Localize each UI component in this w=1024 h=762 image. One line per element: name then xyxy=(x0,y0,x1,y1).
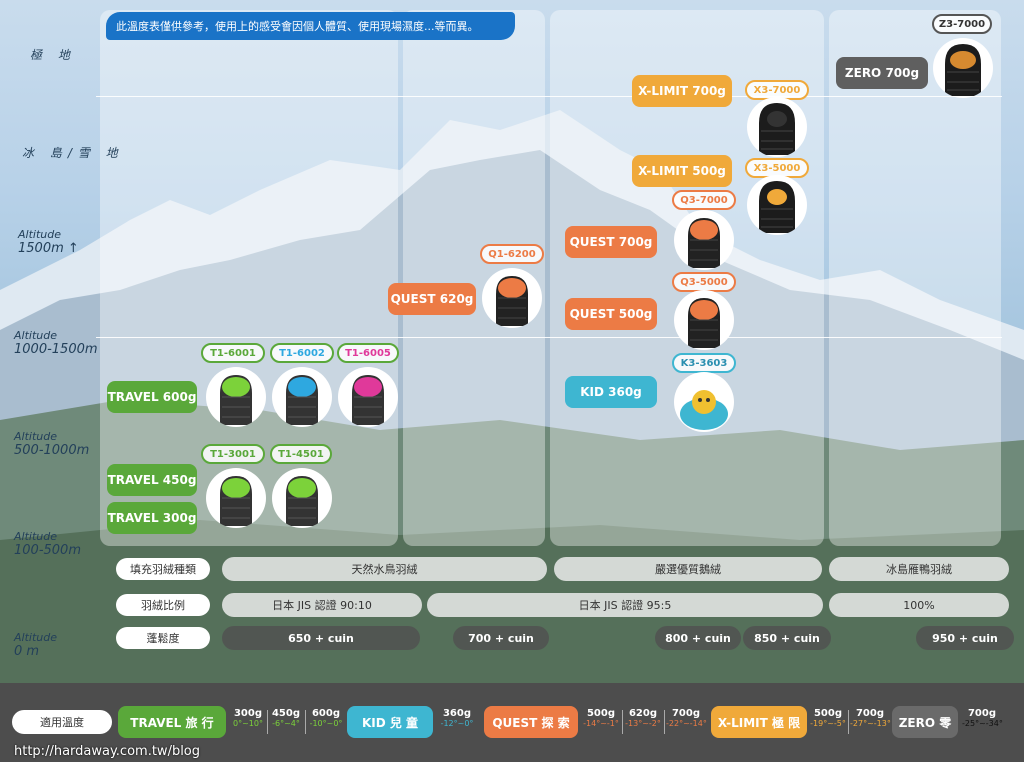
sleeping-bag-q3-7000-image[interactable] xyxy=(674,210,734,270)
product-xlimit-500[interactable]: X-LIMIT 500g xyxy=(632,155,732,187)
product-xlimit-700[interactable]: X-LIMIT 700g xyxy=(632,75,732,107)
code-k3-3603: K3-3603 xyxy=(672,353,736,373)
sleeping-bag-t1-4501-image[interactable] xyxy=(272,468,332,528)
legend-sep xyxy=(848,710,849,734)
fill-type-goose: 嚴選優質鵝絨 xyxy=(554,557,822,581)
row-label-loft: 蓬鬆度 xyxy=(116,627,210,649)
product-quest-620[interactable]: QUEST 620g xyxy=(388,283,476,315)
product-quest-700[interactable]: QUEST 700g xyxy=(565,226,657,258)
sleeping-bag-t1-6001-image[interactable] xyxy=(206,367,266,427)
code-z3-7000: Z3-7000 xyxy=(932,14,992,34)
sleeping-bag-x3-7000-image[interactable] xyxy=(747,97,807,157)
loft-950: 950 + cuin xyxy=(916,626,1014,650)
product-travel-300[interactable]: TRAVEL 300g xyxy=(107,502,197,534)
legend-sep xyxy=(622,710,623,734)
legend-travel-600: 600g-10°~0° xyxy=(309,708,343,728)
fill-type-natural: 天然水鳥羽絨 xyxy=(222,557,547,581)
product-travel-450[interactable]: TRAVEL 450g xyxy=(107,464,197,496)
loft-650: 650 + cuin xyxy=(222,626,420,650)
legend-kid: KID 兒 童 xyxy=(347,706,433,738)
sleeping-bag-x3-5000-image[interactable] xyxy=(747,175,807,235)
legend-travel-450: 450g-6°~4° xyxy=(271,708,301,728)
sleeping-bag-t1-3001-image[interactable] xyxy=(206,468,266,528)
code-q3-5000: Q3-5000 xyxy=(672,272,736,292)
sleeping-bag-q3-5000-image[interactable] xyxy=(674,290,734,350)
loft-700: 700 + cuin xyxy=(453,626,549,650)
divider-polar xyxy=(96,96,1002,97)
legend-label: 適用溫度 xyxy=(12,710,112,734)
sleeping-bag-k3-3603-image[interactable] xyxy=(674,372,734,432)
product-quest-500[interactable]: QUEST 500g xyxy=(565,298,657,330)
legend-xlimit-500: 500g-19°~-5° xyxy=(810,708,846,728)
legend-xlimit: X-LIMIT 極 限 xyxy=(711,706,807,738)
legend-quest-620: 620g-13°~-2° xyxy=(625,708,661,728)
legend-zero: ZERO 零 xyxy=(892,706,958,738)
ratio-90-10: 日本 JIS 認證 90:10 xyxy=(222,593,422,617)
legend-kid-360: 360g-12°~0° xyxy=(440,708,474,728)
code-t1-4501: T1-4501 xyxy=(270,444,332,464)
product-travel-600[interactable]: TRAVEL 600g xyxy=(107,381,197,413)
code-t1-6005: T1-6005 xyxy=(337,343,399,363)
zone-iceland: 冰 島/雪 地 xyxy=(22,146,124,160)
legend-sep xyxy=(664,710,665,734)
product-kid-360[interactable]: KID 360g xyxy=(565,376,657,408)
code-q1-6200: Q1-6200 xyxy=(480,244,544,264)
legend-sep xyxy=(305,710,306,734)
sleeping-bag-z3-7000-image[interactable] xyxy=(933,38,993,98)
legend-quest-500: 500g-14°~-1° xyxy=(583,708,619,728)
legend-travel: TRAVEL 旅 行 xyxy=(118,706,226,738)
product-zero-700[interactable]: ZERO 700g xyxy=(836,57,928,89)
legend-zero-700: 700g-25°~-34° xyxy=(962,708,1003,728)
ratio-100: 100% xyxy=(829,593,1009,617)
fill-type-eider: 冰島雁鴨羽絨 xyxy=(829,557,1009,581)
sleeping-bag-t1-6005-image[interactable] xyxy=(338,367,398,427)
sleeping-bag-t1-6002-image[interactable] xyxy=(272,367,332,427)
legend-sep xyxy=(267,710,268,734)
code-q3-7000: Q3-7000 xyxy=(672,190,736,210)
watermark-url[interactable]: http://hardaway.com.tw/blog xyxy=(14,744,201,759)
loft-800: 800 + cuin xyxy=(655,626,741,650)
code-t1-3001: T1-3001 xyxy=(201,444,265,464)
zone-polar: 極 地 xyxy=(30,48,76,62)
divider-1000m xyxy=(96,337,1002,338)
row-label-fill-type: 填充羽絨種類 xyxy=(116,558,210,580)
sleeping-bag-q1-6200-image[interactable] xyxy=(482,268,542,328)
loft-850: 850 + cuin xyxy=(743,626,831,650)
code-t1-6001: T1-6001 xyxy=(201,343,265,363)
ratio-95-5: 日本 JIS 認證 95:5 xyxy=(427,593,823,617)
panel-zero xyxy=(829,10,1001,546)
legend-xlimit-700: 700g-27°~-13° xyxy=(850,708,891,728)
row-label-ratio: 羽絨比例 xyxy=(116,594,210,616)
legend-quest-700: 700g-22°~-14° xyxy=(666,708,707,728)
legend-quest: QUEST 探 索 xyxy=(484,706,578,738)
code-t1-6002: T1-6002 xyxy=(270,343,334,363)
disclaimer-note: 此溫度表僅供參考，使用上的感受會因個人體質、使用現場濕度...等而異。 xyxy=(106,12,515,40)
